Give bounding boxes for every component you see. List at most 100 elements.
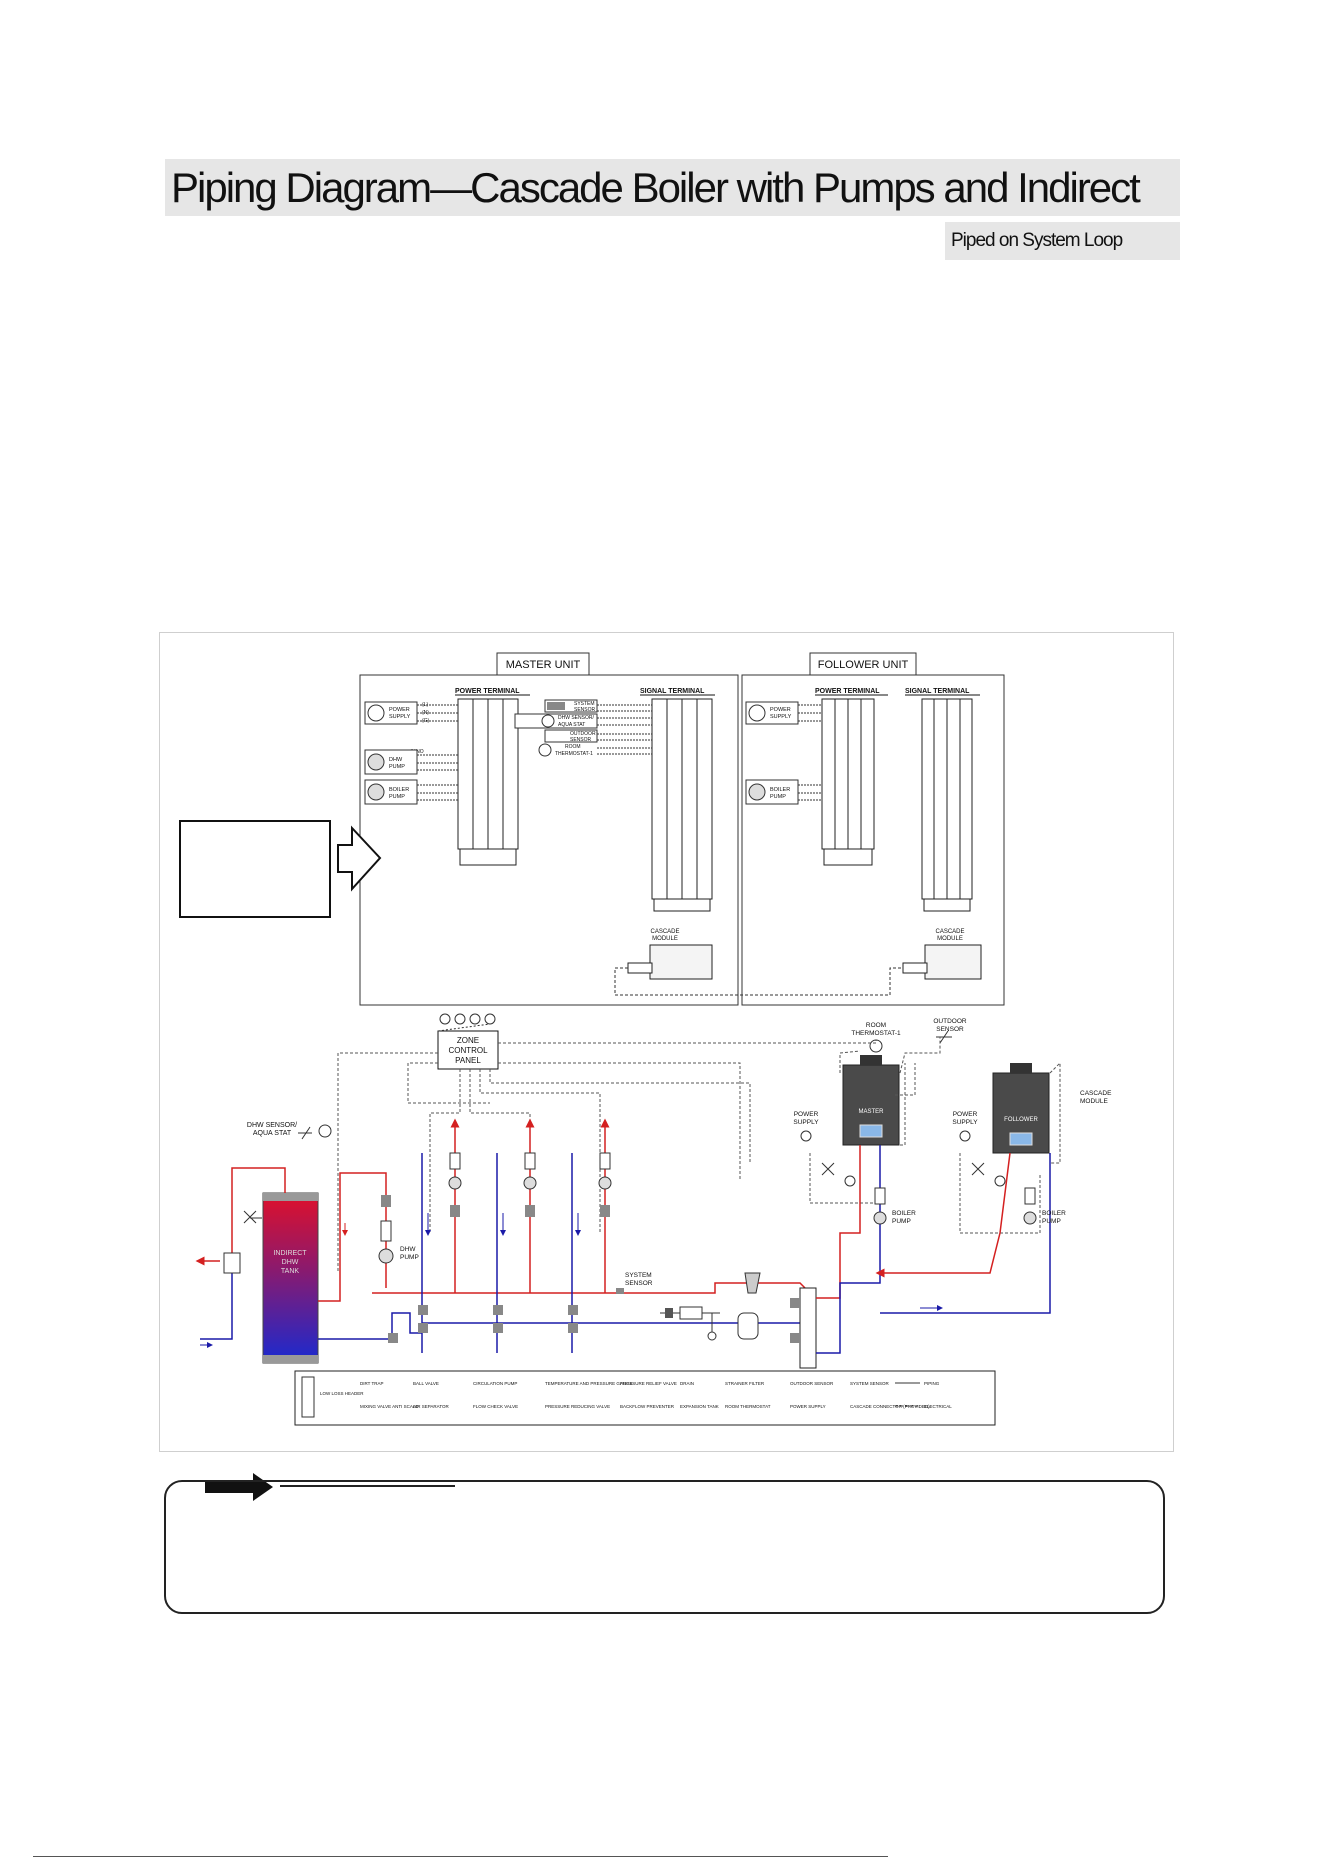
room-thermostat-field-label-2: THERMOSTAT-1 [851, 1030, 901, 1037]
system-sensor-field-label-2: SENSOR [625, 1280, 653, 1287]
follower-field-power-label-1: POWER [953, 1111, 978, 1118]
room-thermostat-label-1: ROOM [565, 744, 581, 750]
master-signal-terminal-label: SIGNAL TERMINAL [640, 688, 705, 695]
legend-7: DRAIN [680, 1381, 694, 1386]
follower-unit-label-box [809, 652, 917, 676]
indirect-tank-label-2: DHW [282, 1259, 299, 1266]
legend-19: POWER SUPPLY [790, 1404, 826, 1409]
legend-17: EXPANSION TANK [680, 1404, 719, 1409]
legend-6: PRESSURE RELIEF VALVE [620, 1381, 677, 1386]
legend-16: BACKFLOW PREVENTER [620, 1404, 675, 1409]
legend-9: OUTDOOR SENSOR [790, 1381, 834, 1386]
mixing-valve-icon [223, 1252, 241, 1274]
legend-2: DIRT TRAP [360, 1381, 384, 1386]
outdoor-sensor-field-icon [936, 1030, 952, 1044]
outdoor-sensor-field-label-1: OUTDOOR [933, 1018, 967, 1025]
tank-relief-valve-icon [243, 1210, 257, 1224]
follower-power-terminal-block [821, 698, 875, 866]
cascade-module-field-label-2: MODULE [1080, 1098, 1108, 1105]
master-field-power-label-2: SUPPLY [793, 1119, 819, 1126]
legend-11: PIPING [924, 1381, 940, 1386]
zone-control-panel [437, 1030, 499, 1070]
page-title: Piping Diagram—Cascade Boiler with Pumps… [171, 163, 1141, 211]
legend-12: MIXING VALVE ANTI SCALD [360, 1404, 419, 1409]
master-power-supply-label-1: POWER [389, 707, 410, 713]
follower-power-supply-label-2: SUPPLY [770, 714, 792, 720]
legend-21: ELECTRICAL [924, 1404, 952, 1409]
legend-10: SYSTEM SENSOR [850, 1381, 890, 1386]
master-boiler-pump-field-icon [873, 1211, 887, 1225]
room-thermostat-icon [538, 743, 552, 757]
indirect-dhw-tank [262, 1192, 319, 1364]
dhw-sensor-field-label-1: DHW SENSOR/ [247, 1122, 297, 1129]
master-cascade-module-label-2: MODULE [652, 936, 678, 942]
master-power-terminal-block [457, 698, 519, 866]
follower-power-supply-label-1: POWER [770, 707, 791, 713]
note-rule [280, 1485, 455, 1487]
master-boiler-pump-label-2: PUMP [389, 794, 405, 800]
legend-5: TEMPERATURE AND PRESSURE GAUGE [545, 1381, 633, 1386]
dhw-pump-field-label-2: PUMP [400, 1254, 419, 1261]
thermostat-icon [541, 714, 555, 728]
master-boiler-pump-label-1: BOILER [389, 787, 409, 793]
dhw-sensor-field-icon [298, 1126, 312, 1140]
follower-signal-terminal-block [921, 698, 973, 912]
master-unit-label: MASTER UNIT [506, 659, 581, 671]
follower-boiler-pump-icon [748, 783, 766, 801]
legend-13: AIR SEPARATOR [413, 1404, 450, 1409]
backflow-preventer-icon [679, 1306, 703, 1320]
page-title-bar: Piping Diagram—Cascade Boiler with Pumps… [165, 159, 1180, 216]
legend-14: FLOW CHECK VALVE [473, 1404, 518, 1409]
legend-18: ROOM THERMOSTAT [725, 1404, 771, 1409]
dhw-sensor-label-2: AQUA STAT [558, 722, 585, 728]
master-relief-valve-icon [821, 1162, 835, 1176]
legend-1: LOW LOSS HEADER [320, 1391, 364, 1396]
system-sensor-label-2: SENSOR [574, 707, 596, 713]
pressure-reducing-valve-icon [707, 1331, 717, 1341]
legend-4: CIRCULATION PUMP [473, 1381, 517, 1386]
zone-2 [496, 1118, 537, 1353]
follower-cascade-module-label-1: CASCADE [935, 929, 964, 935]
master-dhw-pump-label-2: PUMP [389, 764, 405, 770]
follower-boiler-pump-field-label-1: BOILER [1042, 1210, 1066, 1217]
page-subtitle: Piped on System Loop [951, 230, 1123, 251]
follower-field-power-icon [959, 1130, 971, 1142]
dhw-sensor-box [514, 713, 598, 729]
outdoor-sensor-field-label-2: SENSOR [936, 1026, 964, 1033]
zone-control-panel-label-2: CONTROL [448, 1046, 488, 1055]
master-boiler-pump-field-label-1: BOILER [892, 1210, 916, 1217]
legend-15: PRESSURE REDUCING VALVE [545, 1404, 610, 1409]
legend-8: STRAINER FILTER [725, 1381, 765, 1386]
callout-box [179, 820, 331, 918]
follower-boiler-pump-field-icon [1023, 1211, 1037, 1225]
outdoor-sensor-label-1: OUTDOOR [570, 731, 596, 737]
dhw-sensor-label-1: DHW SENSOR/ [558, 715, 594, 721]
follower-cascade-module-label-2: MODULE [937, 936, 963, 942]
dhw-sensor-field-label-2: AQUA STAT [253, 1130, 292, 1137]
master-boiler-display [859, 1124, 883, 1138]
master-cascade-module [649, 944, 713, 980]
zone-3 [571, 1118, 612, 1353]
electrical-wiring [337, 1037, 1061, 1273]
terminal-label-n: (N) [422, 710, 429, 716]
follower-cascade-module [924, 944, 982, 980]
system-sensor-field-label-1: SYSTEM [625, 1272, 652, 1279]
indirect-tank-label-3: TANK [281, 1268, 299, 1275]
piping-diagram-svg: MASTER UNIT FOLLOWER UNIT POWER TERMINAL… [179, 652, 1112, 1426]
master-signal-terminal-block [651, 698, 713, 912]
room-thermostat-field-label-1: ROOM [866, 1022, 886, 1029]
aqua-stat-icon [318, 1124, 332, 1138]
follower-signal-terminal-label: SIGNAL TERMINAL [905, 688, 970, 695]
legend-3: BALL VALVE [413, 1381, 439, 1386]
dhw-pump-field-label-1: DHW [400, 1246, 416, 1253]
master-boiler-pump-field-label-2: PUMP [892, 1218, 911, 1225]
power-supply-icon [367, 704, 385, 722]
cascade-module-field-label-1: CASCADE [1080, 1090, 1112, 1097]
zone-thermostat-icons [439, 1013, 496, 1025]
room-thermostat-field-icon [869, 1039, 883, 1053]
dhw-loop-valve-icon [381, 1195, 391, 1207]
page-subtitle-bar: Piped on System Loop [945, 222, 1180, 260]
follower-field-power-label-2: SUPPLY [952, 1119, 978, 1126]
follower-power-supply-icon [748, 704, 766, 722]
follower-boiler-pump-label-2: PUMP [770, 794, 786, 800]
